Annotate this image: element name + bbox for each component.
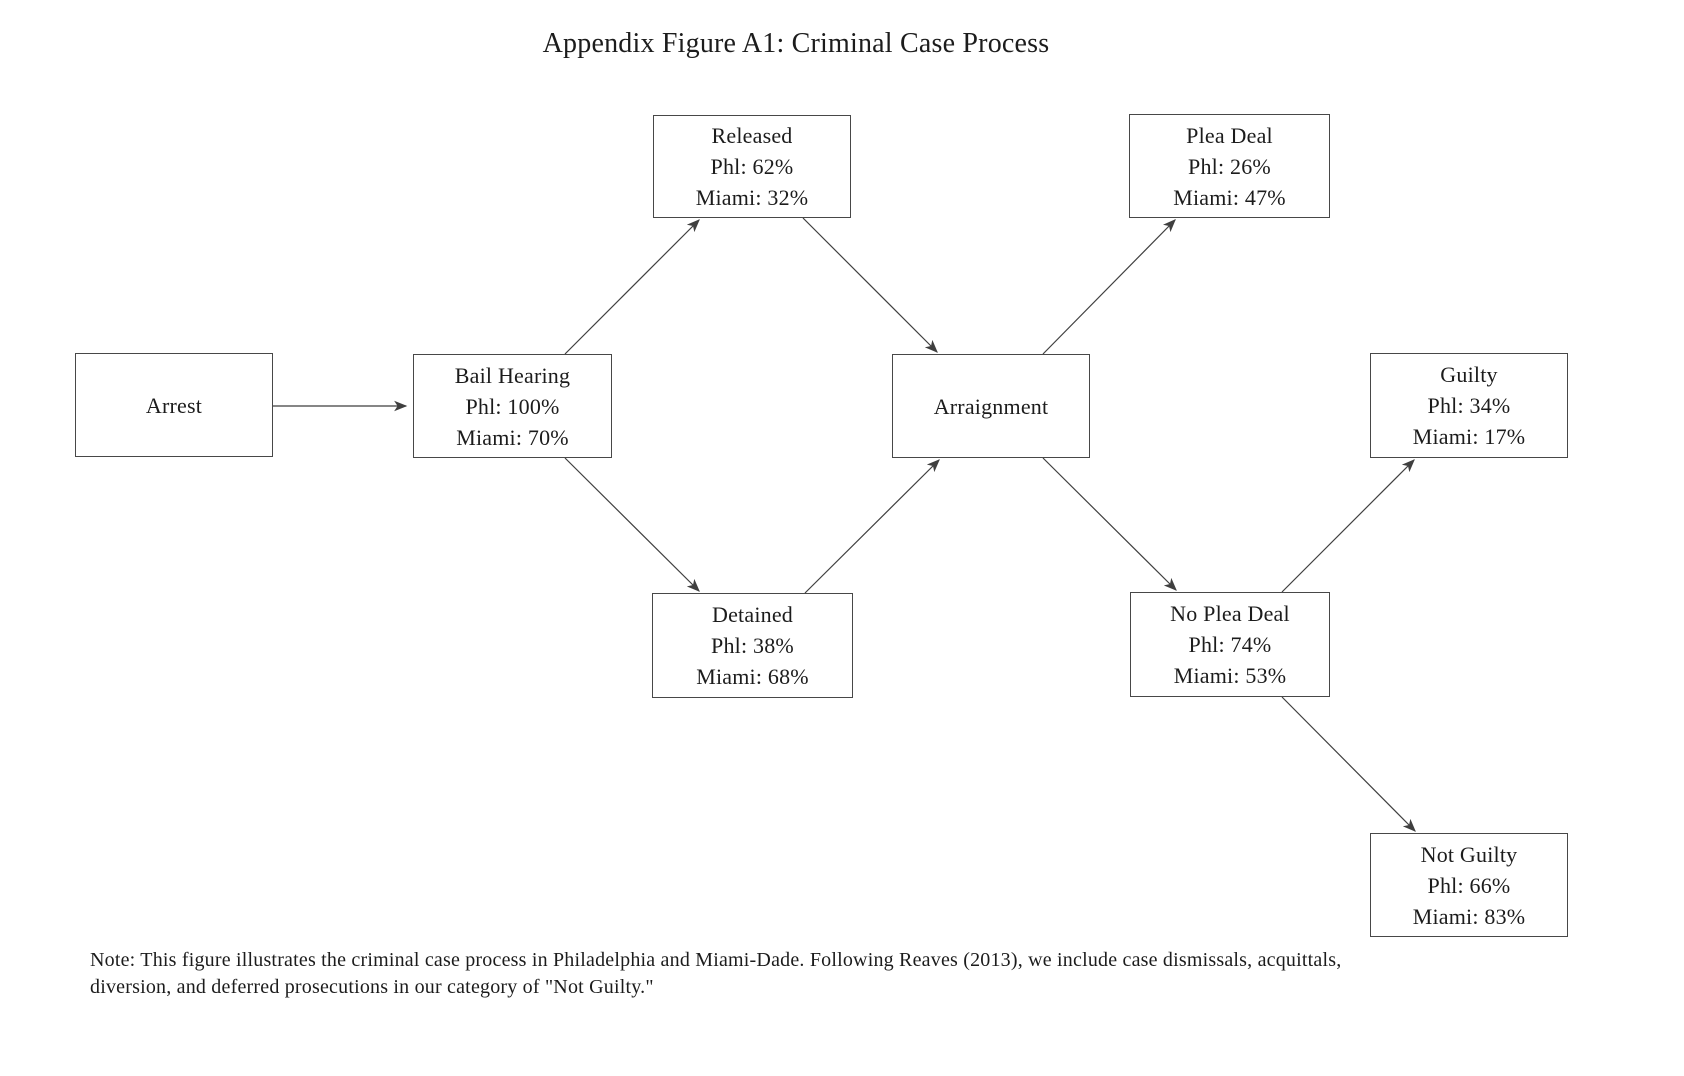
node-label: No Plea Deal: [1170, 601, 1290, 626]
node-miami-stat: Miami: 17%: [1412, 424, 1526, 449]
node-label: Detained: [711, 602, 793, 627]
edge-no-plea-deal-to-guilty: [1281, 459, 1415, 593]
node-miami-stat: Miami: 68%: [696, 664, 809, 689]
node-phl-stat: Phl: 74%: [1188, 632, 1272, 657]
node-miami-stat: Miami: 47%: [1173, 184, 1286, 210]
node-bail-hearing: Bail Hearing Phl: 100% Miami: 70%: [413, 354, 612, 458]
node-not-guilty: Not Guilty Phl: 66% Miami: 83%: [1370, 833, 1568, 937]
node-phl-stat: Phl: 26%: [1188, 153, 1271, 179]
edge-detained-to-arraignment: [804, 459, 940, 594]
node-arraignment: Arraignment: [892, 354, 1090, 458]
node-label: Guilty: [1440, 362, 1498, 387]
node-detained: Detained Phl: 38% Miami: 68%: [652, 593, 853, 698]
node-plea-deal: Plea Deal Phl: 26% Miami: 47%: [1129, 114, 1330, 218]
edge-bail-hearing-to-detained: [564, 457, 700, 592]
node-phl-stat: Phl: 34%: [1427, 393, 1511, 418]
node-released: Released Phl: 62% Miami: 32%: [653, 115, 851, 218]
edge-released-to-arraignment: [802, 217, 938, 353]
node-label: Arrest: [145, 392, 203, 418]
figure-note-line2: diversion, and deferred prosecutions in …: [90, 976, 654, 998]
node-miami-stat: Miami: 70%: [456, 424, 569, 450]
node-label: Plea Deal: [1186, 122, 1273, 148]
node-phl-stat: Phl: 100%: [465, 393, 560, 419]
node-phl-stat: Phl: 38%: [711, 633, 794, 658]
edge-bail-hearing-to-released: [564, 219, 700, 355]
node-guilty: Guilty Phl: 34% Miami: 17%: [1370, 353, 1568, 458]
node-label: Arraignment: [933, 393, 1049, 419]
node-no-plea-deal: No Plea Deal Phl: 74% Miami: 53%: [1130, 592, 1330, 697]
edge-arraignment-to-no-plea-deal: [1042, 457, 1177, 591]
node-label: Not Guilty: [1420, 841, 1518, 867]
edge-arraignment-to-plea-deal: [1042, 219, 1176, 355]
figure-title: Appendix Figure A1: Criminal Case Proces…: [542, 28, 1050, 59]
node-label: Released: [711, 123, 793, 148]
figure-note: Note: This figure illustrates the crimin…: [90, 947, 1341, 1001]
node-label: Bail Hearing: [454, 362, 571, 388]
edge-no-plea-deal-to-not-guilty: [1281, 696, 1416, 832]
figure-note-line1: Note: This figure illustrates the crimin…: [90, 949, 1342, 971]
node-miami-stat: Miami: 83%: [1412, 903, 1526, 929]
node-phl-stat: Phl: 62%: [710, 154, 794, 179]
node-arrest: Arrest: [75, 353, 273, 457]
node-miami-stat: Miami: 53%: [1173, 663, 1287, 688]
node-miami-stat: Miami: 32%: [695, 185, 809, 210]
node-phl-stat: Phl: 66%: [1427, 872, 1511, 898]
